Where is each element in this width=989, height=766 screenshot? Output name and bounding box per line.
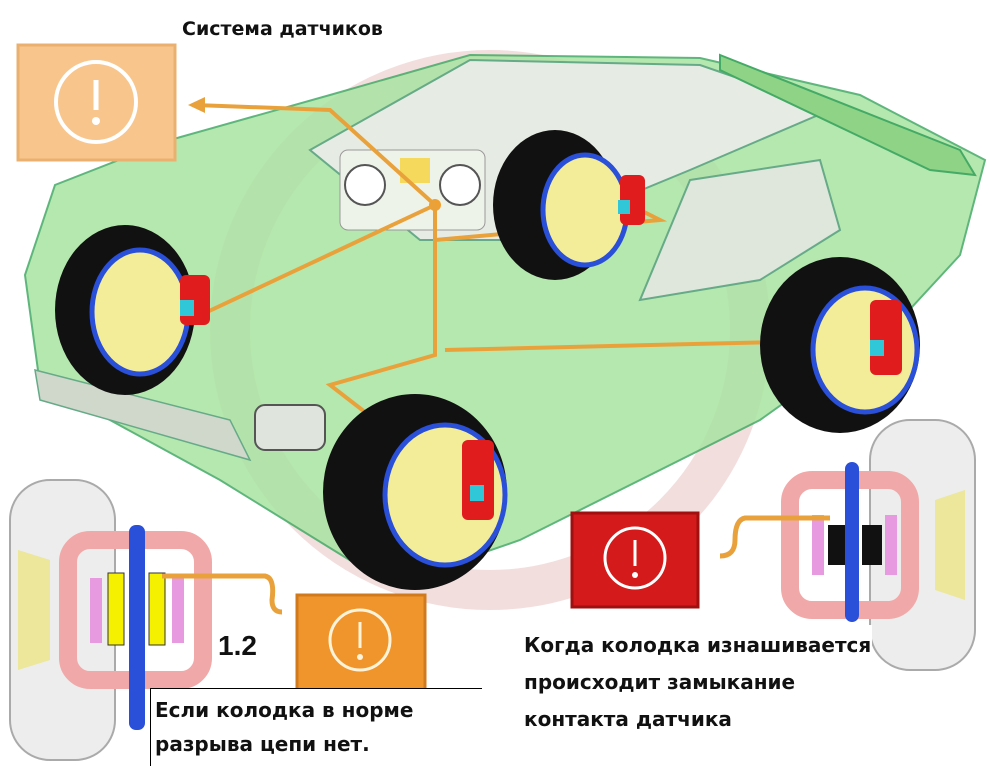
warning-lamp-top bbox=[16, 43, 177, 162]
warning-lamp-on bbox=[570, 511, 700, 609]
wheel-front-left bbox=[55, 225, 210, 395]
car-body bbox=[23, 53, 987, 587]
wheel-rear-right bbox=[760, 257, 920, 433]
figure-number: 1.2 bbox=[218, 630, 257, 661]
warning-lamp-off bbox=[295, 593, 427, 692]
wheel-rear-left bbox=[493, 130, 645, 280]
note-worn-pad: Когда колодка изнашивается происходит за… bbox=[520, 625, 872, 766]
caliper-detail-worn bbox=[719, 419, 976, 671]
caliper-detail-normal bbox=[9, 479, 283, 761]
wheel-front-right bbox=[323, 394, 508, 590]
diagram-title: Система датчиков bbox=[182, 18, 383, 40]
arrow-head bbox=[188, 97, 205, 113]
note-normal-pad: Если колодка в норме разрыва цепи нет. bbox=[150, 688, 482, 766]
instrument-cluster bbox=[339, 149, 486, 231]
